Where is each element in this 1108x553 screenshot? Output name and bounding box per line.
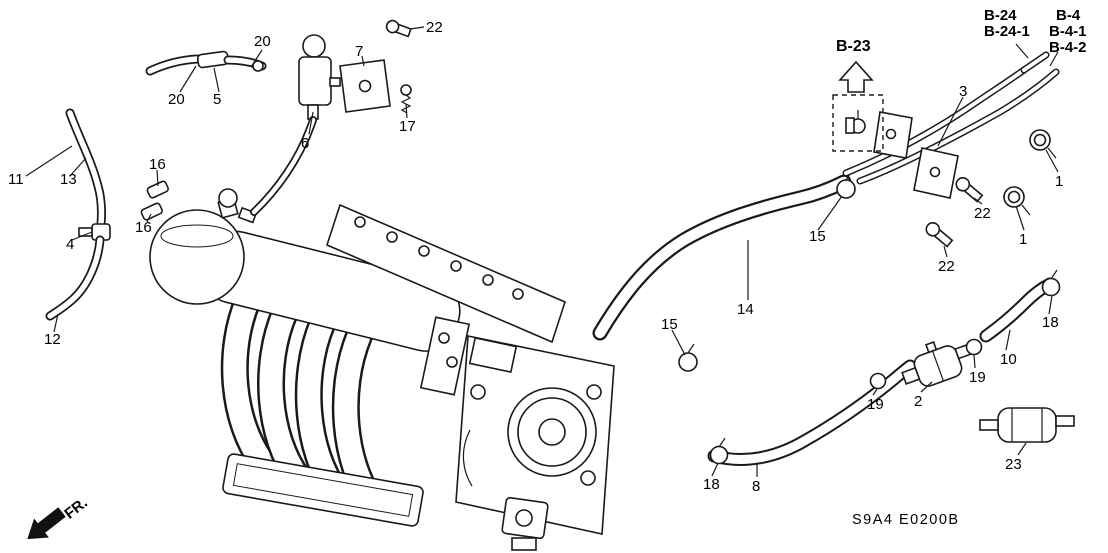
callout-14: 14 [737,301,754,318]
purge-control-valve-6 [298,56,332,106]
tube-clamp-1a [1029,129,1057,159]
callout-10: 10 [1000,351,1017,368]
vacuum-hose-14 [592,170,856,372]
fr-direction-arrow-icon [27,507,66,540]
purge-line-right [707,269,1075,466]
callout-20-1: 20 [254,33,271,50]
ref-label-b24: B-24 [984,7,1017,24]
tube-clamp-1b [1003,186,1031,216]
callout-13: 13 [60,171,77,188]
fitting-16b [140,202,163,221]
throttle-body [419,316,615,551]
callout-17: 17 [399,118,416,135]
ref-label-b23: B-23 [836,38,871,55]
callout-18-1: 18 [1042,314,1059,331]
ref-label-b4: B-4 [1056,7,1081,24]
callout-15-1: 15 [809,228,826,245]
hose-clamp-19b [965,338,983,356]
hose-clamp-15a [836,179,856,199]
callout-16-1: 16 [149,156,166,173]
b23-reference-box [832,60,884,152]
callout-12: 12 [44,331,61,348]
callout-22-1: 22 [426,19,443,36]
throttle-sensor [468,336,518,374]
callout-19-2: 19 [867,396,884,413]
callout-16-2: 16 [135,219,152,236]
hose-clamp-18b [709,445,729,465]
canister-23 [979,407,1075,443]
callout-20-2: 20 [168,91,185,108]
callout-15-2: 15 [661,316,678,333]
check-valve-2 [901,341,973,387]
bolt-22c [925,221,954,248]
callout-3: 3 [959,83,968,100]
hose-clamp-18a [1041,277,1061,297]
vacuum-hose-left-assembly [45,108,169,321]
callout-23: 23 [1005,456,1022,473]
hose-clamp-20 [252,60,264,72]
hose-clamp-15b [678,352,698,372]
leader-lines [25,26,1059,477]
callout-8: 8 [752,478,761,495]
intake-manifold [149,188,566,527]
callout-5: 5 [213,91,222,108]
fitting-16a [146,180,169,199]
callout-18-2: 18 [703,476,720,493]
callout-22-2: 22 [974,205,991,222]
callout-22-3: 22 [938,258,955,275]
callout-1-1: 1 [1055,173,1064,190]
callout-6: 6 [301,135,310,152]
tube-assembly-3 [842,51,1060,248]
callout-1-2: 1 [1019,231,1028,248]
callout-7: 7 [355,43,364,60]
bolt-22b [955,176,984,203]
ref-label-b4-2: B-4-2 [1049,39,1087,56]
hose-clamp-19a [869,372,887,390]
b23-arrow-icon [838,60,874,93]
diagram-code: S9A4 E0200B [852,512,960,528]
callout-4: 4 [66,236,75,253]
ref-label-b4-1: B-4-1 [1049,23,1087,40]
purge-valve-cluster [145,19,412,216]
callout-11: 11 [8,171,24,188]
callout-2: 2 [914,393,923,410]
bolt-22a [385,19,412,38]
ref-label-b24-1: B-24-1 [984,23,1030,40]
callout-19-1: 19 [969,369,986,386]
